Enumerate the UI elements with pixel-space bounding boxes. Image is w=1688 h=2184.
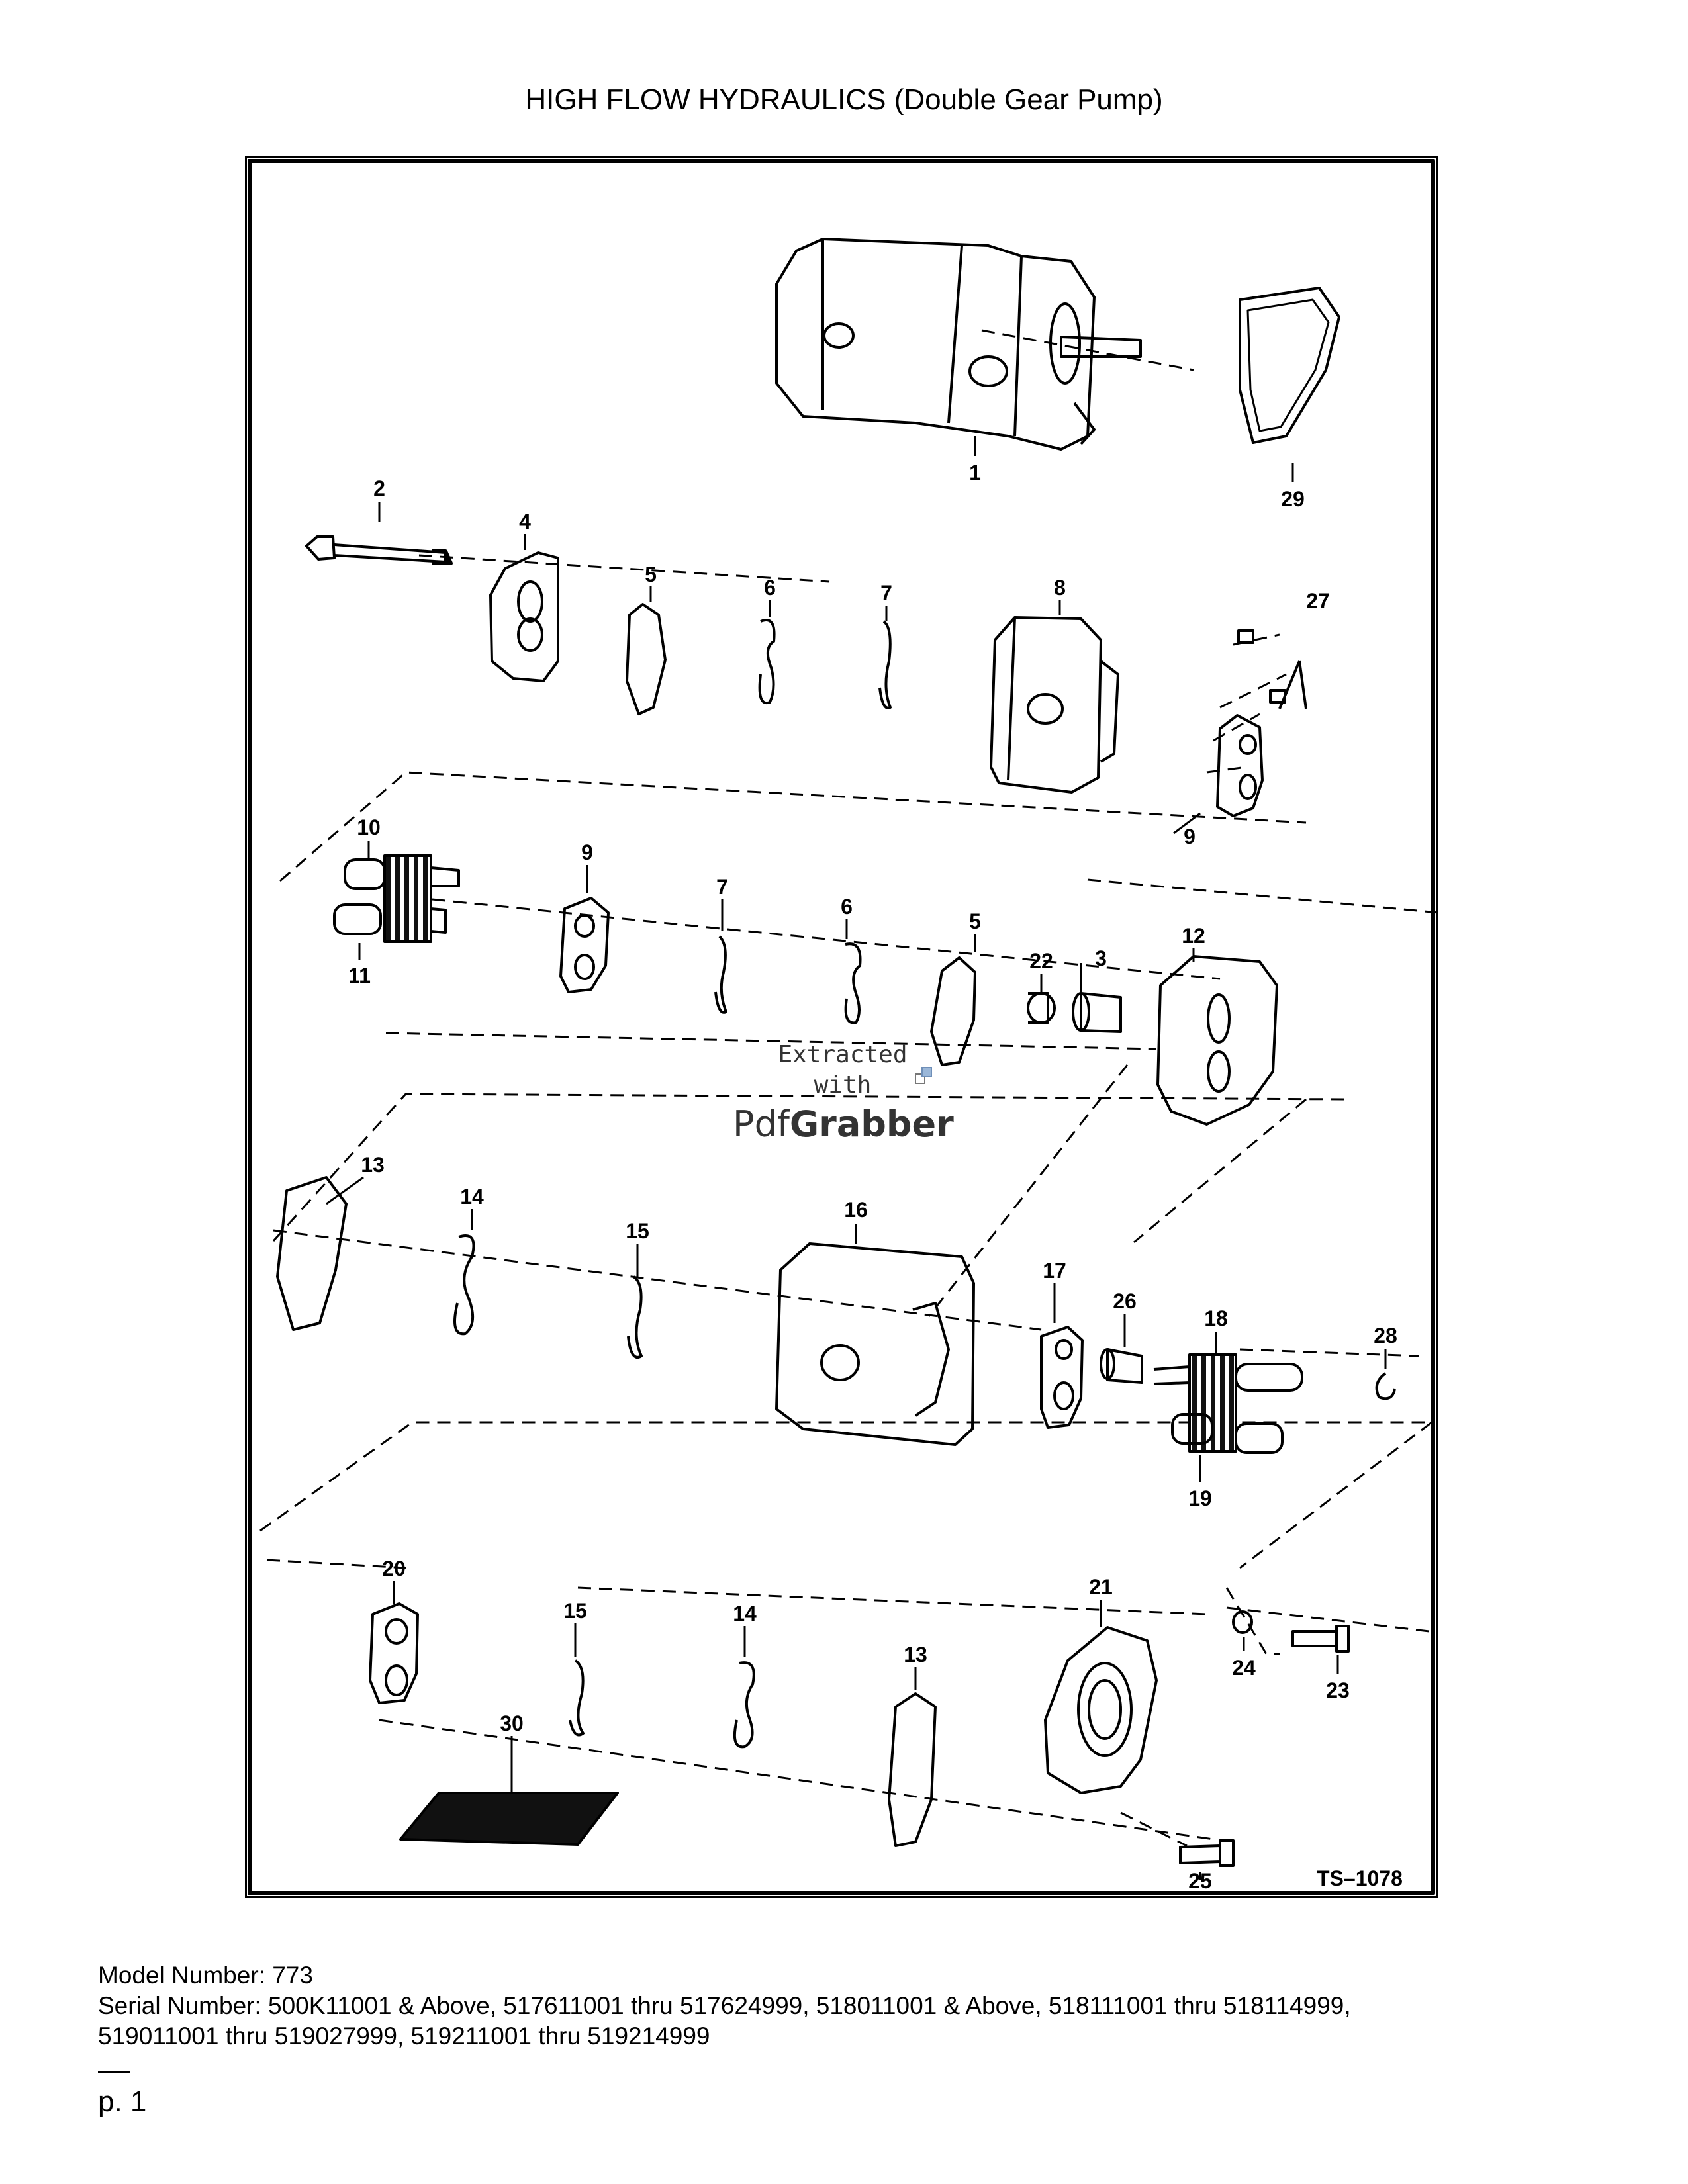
part-label: 12: [1182, 924, 1205, 948]
part-label: 9: [581, 841, 593, 864]
part-label: 7: [880, 581, 892, 605]
part-label: 15: [563, 1599, 587, 1623]
part-label: 10: [357, 815, 381, 839]
exploded-view-drawing: 1 2 3 4 5 5 6 6 7 7 8 9 9 10 11 12 13 13…: [248, 159, 1436, 1895]
part-label: 2: [373, 477, 385, 500]
part-label: 21: [1089, 1575, 1113, 1599]
part-label: 27: [1306, 589, 1330, 613]
watermark-line-2: with: [814, 1071, 872, 1099]
part-label: 8: [1054, 576, 1066, 600]
page-title: HIGH FLOW HYDRAULICS (Double Gear Pump): [525, 83, 1163, 116]
model-info: Model Number: 773 Serial Number: 500K110…: [98, 1960, 1351, 2052]
model-number: Model Number: 773: [98, 1962, 313, 1989]
part-label: 15: [626, 1219, 649, 1243]
part-label: 11: [348, 964, 371, 987]
part-label: 3: [1095, 946, 1107, 970]
page-footer: p. 1: [98, 2071, 146, 2118]
part-label: 16: [844, 1198, 868, 1222]
part-label: 6: [841, 895, 853, 919]
part-label: 18: [1204, 1306, 1228, 1330]
part-label: 14: [733, 1602, 757, 1625]
part-label: 29: [1281, 487, 1305, 511]
part-label: 20: [382, 1557, 406, 1580]
watermark: Extracted with PdfGrabber: [733, 1041, 954, 1145]
part-label: 23: [1326, 1678, 1350, 1702]
part-label: 26: [1113, 1289, 1137, 1313]
serial-number-line-2: 519011001 thru 519027999, 519211001 thru…: [98, 2023, 710, 2050]
part-label: 28: [1374, 1324, 1397, 1347]
page-number: p. 1: [98, 2085, 147, 2118]
part-label: 9: [1184, 825, 1196, 848]
part-label: 25: [1188, 1869, 1212, 1893]
drawing-id: TS–1078: [1317, 1866, 1403, 1890]
part-label: 4: [519, 510, 531, 533]
part-label: 14: [460, 1185, 484, 1208]
part-label: 30: [500, 1711, 524, 1735]
part-label: 5: [645, 563, 657, 586]
watermark-brand: PdfGrabber: [733, 1103, 954, 1145]
part-number-labels: 1 2 3 4 5 5 6 6 7 7 8 9 9 10 11 12 13 13…: [348, 461, 1397, 1893]
part-label: 17: [1043, 1259, 1066, 1283]
part-label: 5: [969, 909, 981, 933]
footer-rule: [98, 2071, 130, 2073]
part-label: 24: [1232, 1656, 1256, 1680]
part-label: 19: [1188, 1486, 1212, 1510]
serial-number-line-1: Serial Number: 500K11001 & Above, 517611…: [98, 1992, 1351, 2019]
part-label: 6: [764, 576, 776, 600]
parts-diagram: 1 2 3 4 5 5 6 6 7 7 8 9 9 10 11 12 13 13…: [245, 156, 1438, 1898]
part-label: 13: [361, 1153, 385, 1177]
watermark-line-1: Extracted: [778, 1041, 907, 1068]
part-label: 22: [1029, 949, 1053, 973]
part-label: 1: [969, 461, 981, 484]
part-label: 7: [716, 875, 728, 899]
part-label: 13: [904, 1643, 927, 1666]
